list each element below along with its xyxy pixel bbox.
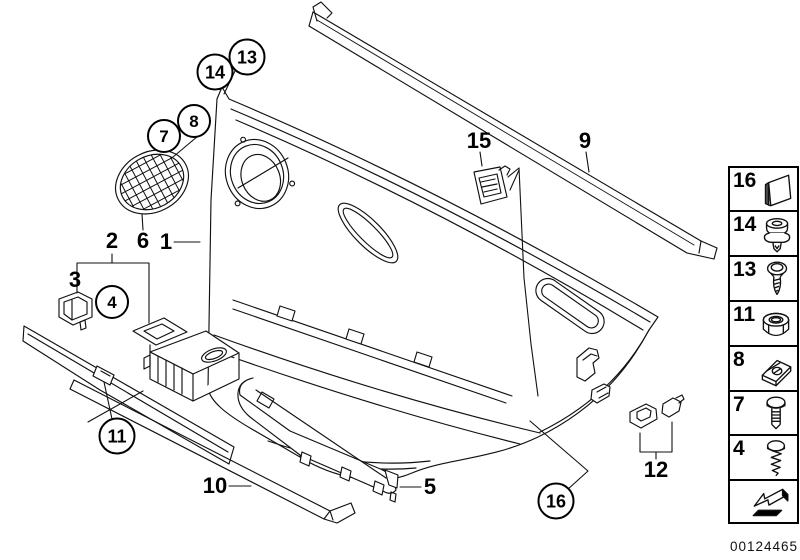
callout-10[interactable]: 10: [202, 473, 228, 499]
callout-3[interactable]: 3: [68, 267, 82, 293]
machine-screw-icon: [766, 396, 786, 430]
callout-6[interactable]: 6: [136, 228, 150, 254]
legend-cell-4[interactable]: 4: [728, 434, 799, 481]
legend-label-4: 4: [733, 437, 745, 460]
window-trim-strip-drawing: [308, 1, 718, 260]
grommet-clip-icon: [763, 218, 791, 253]
direction-arrow-cell[interactable]: [728, 479, 799, 524]
armrest-carrier-drawing: [237, 377, 399, 503]
callout-9[interactable]: 9: [578, 128, 592, 154]
legend-label-13: 13: [733, 258, 757, 281]
speaker-grille-drawing: [110, 143, 194, 221]
legend-cell-16[interactable]: 16: [728, 166, 799, 212]
legend-label-8: 8: [733, 348, 745, 371]
legend-cell-11[interactable]: 11: [728, 300, 799, 347]
speed-nut-clip-icon: [761, 359, 792, 387]
washer-screw-icon: [766, 261, 788, 296]
leader-lines: [76, 70, 673, 491]
callout-circle-8[interactable]: 8: [177, 104, 211, 138]
legend-cell-8[interactable]: 8: [728, 345, 799, 392]
legend-label-16: 16: [733, 169, 757, 192]
legend-cell-7[interactable]: 7: [728, 390, 799, 436]
callout-5[interactable]: 5: [423, 474, 437, 500]
legend-label-14: 14: [733, 213, 757, 236]
callout-circle-4[interactable]: 4: [95, 285, 129, 319]
callout-12[interactable]: 12: [643, 457, 669, 483]
callout-circle-11[interactable]: 11: [98, 417, 136, 455]
courtesy-lamp-drawing: [473, 165, 511, 205]
lower-strip-drawing: [69, 379, 356, 524]
document-number: 00124465: [729, 539, 799, 554]
legend-cell-13[interactable]: 13: [728, 255, 799, 302]
installation-direction-arrow-icon: [752, 488, 789, 517]
legend-label-11: 11: [733, 303, 756, 326]
callout-circle-13[interactable]: 13: [228, 38, 266, 76]
callout-circle-14[interactable]: 14: [196, 53, 234, 91]
callout-2[interactable]: 2: [105, 228, 119, 254]
switch-assembly-drawing: [132, 317, 240, 402]
fastener-legend-sidebar: 16 14 13: [728, 166, 799, 524]
door-panel-drawing: [207, 86, 659, 481]
tapping-screw-icon: [766, 440, 786, 477]
clip-bracket-drawing: [58, 291, 93, 331]
hex-nut-icon: [762, 312, 790, 337]
callout-1[interactable]: 1: [159, 229, 173, 255]
callout-circle-16[interactable]: 16: [537, 482, 575, 520]
callout-15[interactable]: 15: [466, 128, 492, 154]
legend-cell-14[interactable]: 14: [728, 210, 799, 257]
mounting-clips-drawing: [629, 394, 685, 429]
decor-strip-drawing: [22, 325, 235, 465]
legend-label-7: 7: [733, 393, 745, 416]
foam-pad-icon: [764, 174, 792, 207]
callout-circle-7[interactable]: 7: [147, 119, 181, 153]
